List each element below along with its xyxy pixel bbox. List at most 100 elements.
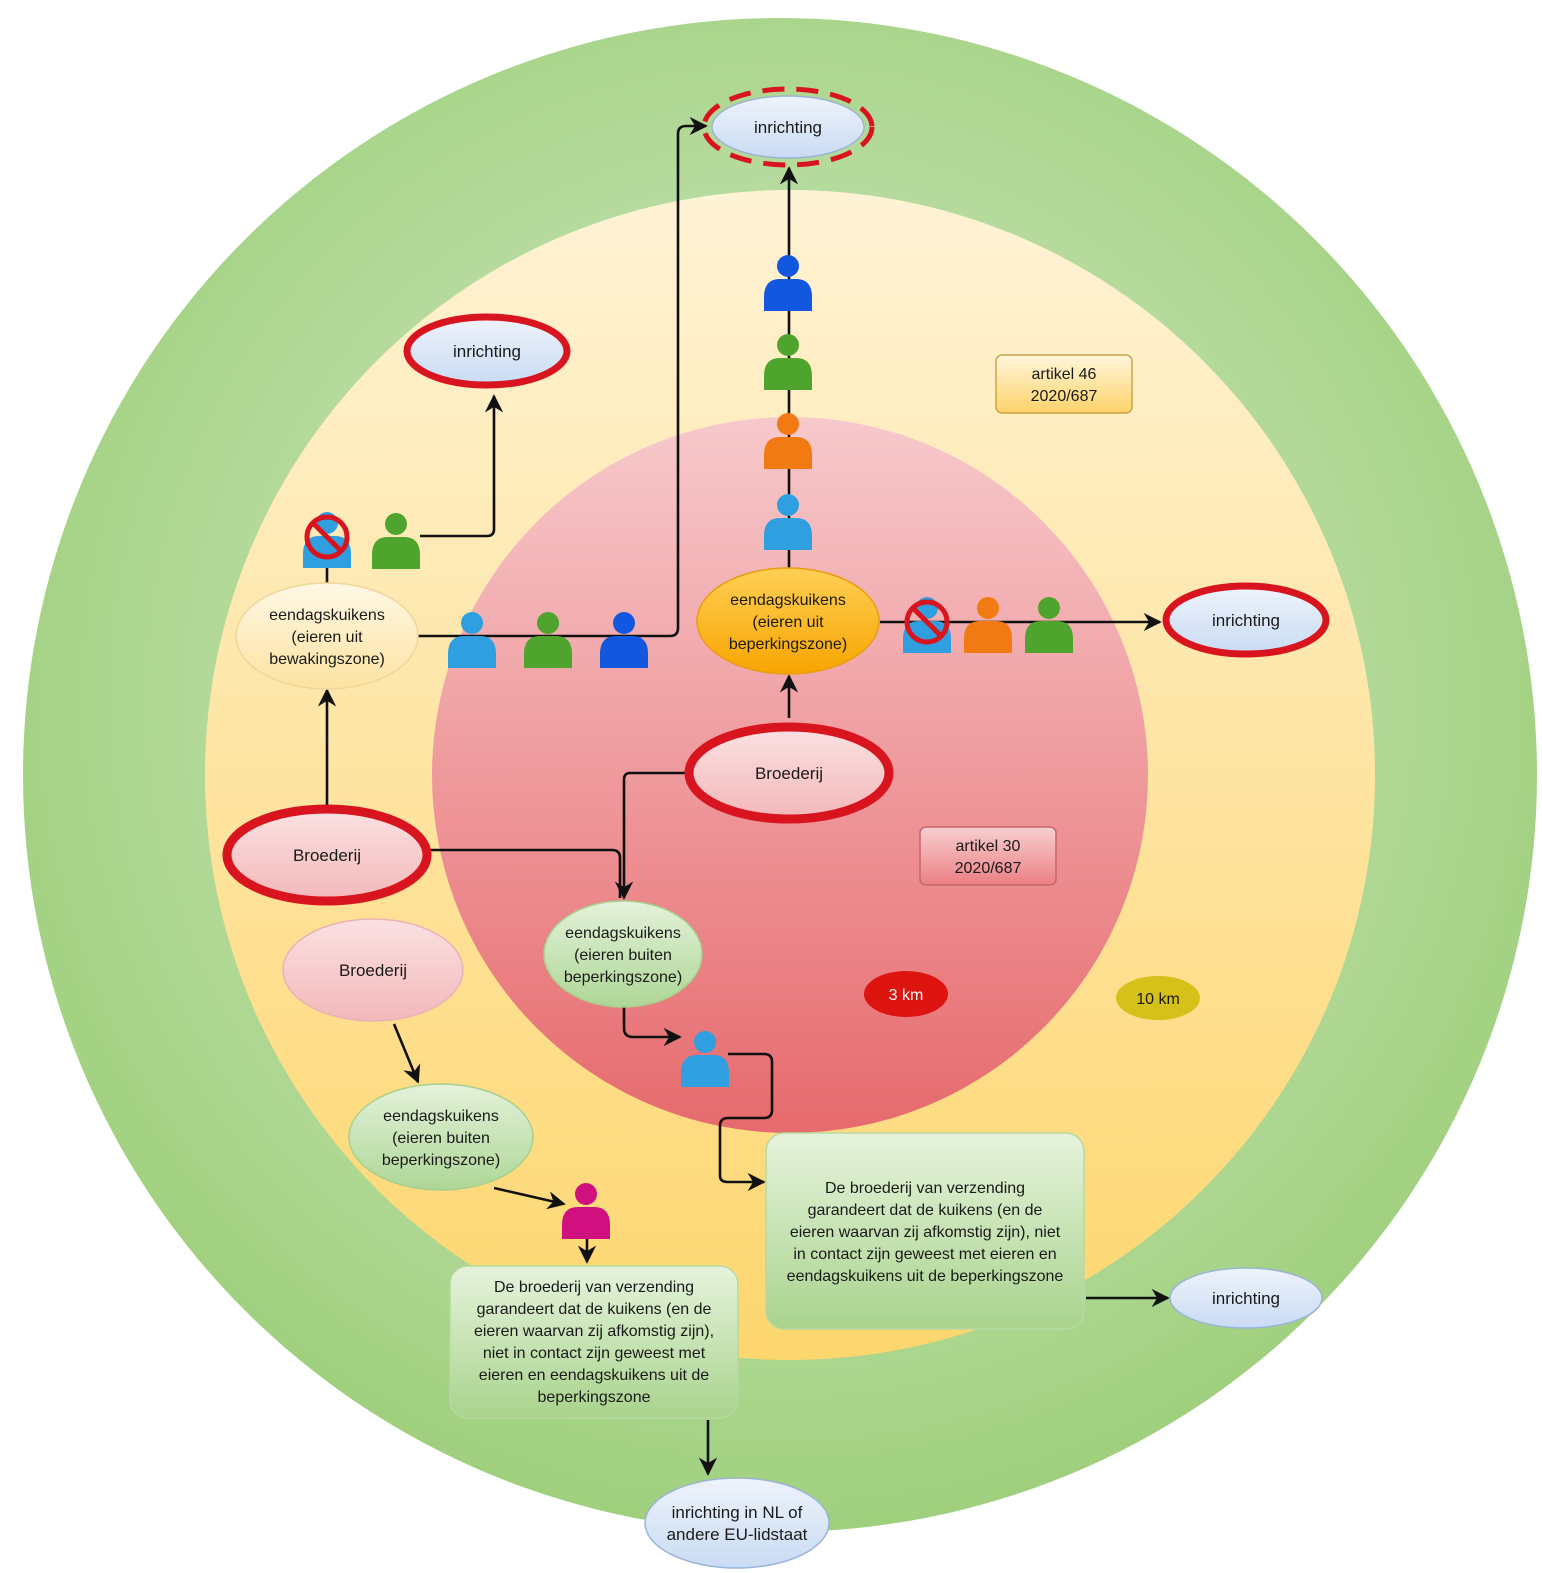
person-icon [764, 494, 812, 550]
person-icon [903, 597, 951, 653]
forbidden-bar [311, 521, 343, 553]
label-line: artikel 30 [956, 838, 1021, 855]
person-head [777, 255, 799, 277]
label-line: in contact zijn geweest met eieren en [793, 1246, 1056, 1263]
person-icon [964, 597, 1012, 653]
article-46-box: artikel 46 2020/687 [995, 354, 1133, 414]
label-line: 2020/687 [955, 860, 1022, 877]
article-30-box: artikel 30 2020/687 [919, 826, 1057, 886]
label-line: inrichting in NL of [672, 1503, 803, 1522]
person-icon [303, 512, 351, 568]
person-body [562, 1207, 610, 1239]
label-line: (eieren buiten [574, 947, 672, 964]
inrichting-top-label: inrichting [754, 118, 822, 137]
radius-3km-badge: 3 km [864, 971, 948, 1017]
label-line: eendagskuikens [269, 607, 385, 624]
inrichting-left-label: inrichting [453, 342, 521, 361]
label-line: (eieren uit [291, 629, 363, 646]
person-body [764, 358, 812, 390]
broederij-left-pink: Broederij [282, 918, 464, 1022]
label-line: (eieren uit [752, 614, 824, 631]
inrichting-right: inrichting [1162, 582, 1330, 658]
person-body [764, 279, 812, 311]
label-line: (eieren buiten [392, 1130, 490, 1147]
label-line: eendagskuikens [730, 592, 846, 609]
person-body [764, 437, 812, 469]
broederij-left-pink-label: Broederij [339, 961, 407, 980]
label-line: eendagskuikens [565, 925, 681, 942]
broederij-center-label: Broederij [755, 764, 823, 783]
eendagskuikens-buiten-center-label: eendagskuikens (eieren buiten beperkingszo… [564, 925, 682, 986]
person-icon [524, 612, 572, 668]
label-line: andere EU-lidstaat [667, 1525, 808, 1544]
note-right-text: De broederij van verzending garandeert da… [787, 1180, 1064, 1285]
label-line: 2020/687 [1031, 388, 1098, 405]
person-head [777, 334, 799, 356]
flow-person-to-note [718, 1052, 774, 1192]
person-head [777, 413, 799, 435]
inrichting-right-label: inrichting [1212, 611, 1280, 630]
person-head [461, 612, 483, 634]
person-head [613, 612, 635, 634]
person-head [385, 513, 407, 535]
inrichting-lower-right-label: inrichting [1212, 1289, 1280, 1308]
person-body [448, 636, 496, 668]
label-line: bewakingszone) [269, 651, 385, 668]
person-icon [448, 612, 496, 668]
person-head [777, 494, 799, 516]
label-line: artikel 46 [1032, 366, 1097, 383]
label-line: garandeert dat de kuikens (en de [808, 1202, 1043, 1219]
person-body [964, 621, 1012, 653]
label-line: eieren waarvan zij afkomstig zijn), niet [790, 1224, 1061, 1241]
person-head [1038, 597, 1060, 619]
person-head [694, 1031, 716, 1053]
person-body [600, 636, 648, 668]
label-line: niet in contact zijn geweest met [483, 1345, 706, 1362]
broederij-left-red: Broederij [222, 804, 432, 906]
label-line: eieren waarvan zij afkomstig zijn), [474, 1323, 714, 1340]
label-line: eieren en eendagskuikens uit de [479, 1367, 709, 1384]
person-icon [1025, 597, 1073, 653]
persons-layer [303, 255, 1073, 1239]
article-46-label: artikel 46 2020/687 [1031, 366, 1098, 405]
person-icon [764, 413, 812, 469]
person-body [1025, 621, 1073, 653]
label-line: De broederij van verzending [825, 1180, 1025, 1197]
inrichting-lower-right: inrichting [1169, 1267, 1323, 1329]
person-body [681, 1055, 729, 1087]
flow-middle-to-top [650, 116, 708, 638]
person-icon [600, 612, 648, 668]
label-line: Broederij [293, 846, 361, 865]
radius-10km-badge: 10 km [1116, 976, 1200, 1020]
label-line: eendagskuikens uit de beperkingszone [787, 1268, 1064, 1285]
label-line: Broederij [755, 764, 823, 783]
label-line: De broederij van verzending [494, 1279, 694, 1296]
inrichting-bottom: inrichting in NL of andere EU-lidstaat [644, 1477, 830, 1569]
article-30-label: artikel 30 2020/687 [955, 838, 1022, 877]
inrichting-top: inrichting [701, 86, 875, 168]
person-head [575, 1183, 597, 1205]
inrichting-left: inrichting [403, 313, 571, 389]
label-line: inrichting [453, 342, 521, 361]
label-line: Broederij [339, 961, 407, 980]
label-line: inrichting [754, 118, 822, 137]
person-icon [764, 334, 812, 390]
person-icon [562, 1183, 610, 1239]
eendagskuikens-bewakingszone: eendagskuikens (eieren uit bewakingszone) [235, 582, 419, 690]
person-body [303, 536, 351, 568]
person-body [524, 636, 572, 668]
eendagskuikens-buiten-center: eendagskuikens (eieren buiten beperkingszo… [543, 900, 703, 1008]
broederij-left-red-label: Broederij [293, 846, 361, 865]
label-line: eendagskuikens [383, 1108, 499, 1125]
label-line: beperkingszone) [564, 969, 682, 986]
flow-eend-center-to-person [622, 1004, 682, 1047]
flow-broed-left-to-eend [430, 848, 622, 898]
inrichting-bottom-label: inrichting in NL of andere EU-lidstaat [667, 1503, 808, 1544]
note-right: De broederij van verzending garandeert da… [765, 1132, 1085, 1330]
person-icon [764, 255, 812, 311]
label-line: inrichting [1212, 611, 1280, 630]
